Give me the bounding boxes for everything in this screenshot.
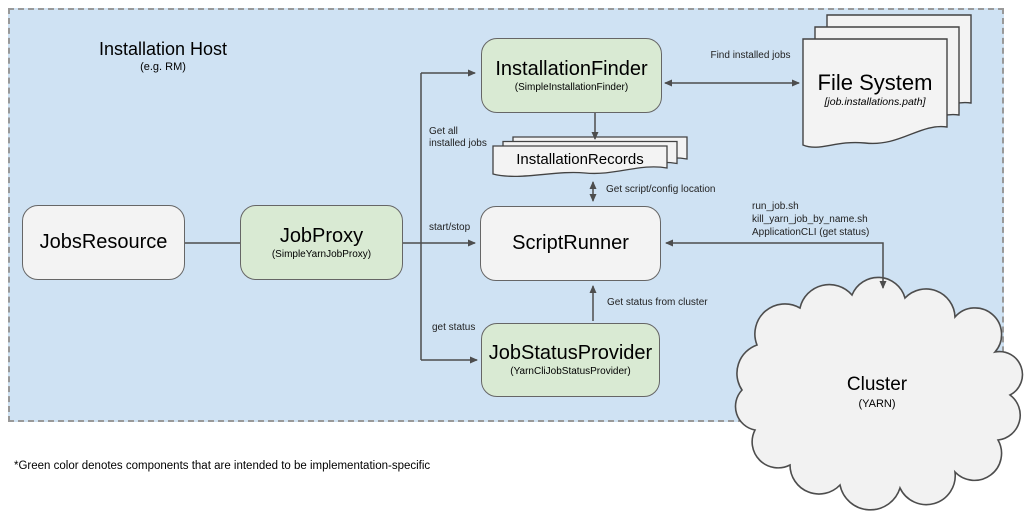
footnote: *Green color denotes components that are…	[14, 460, 431, 472]
edge-cluster-scriptrunner	[665, 239, 887, 289]
edge-label-run-line2: kill_yarn_job_by_name.sh	[752, 214, 868, 225]
node-job-status-provider: JobStatusProvider (YarnCliJobStatusProvi…	[481, 323, 660, 397]
cluster-subtitle: (YARN)	[858, 398, 896, 410]
node-installation-finder-subtitle: (SimpleInstallationFinder)	[514, 81, 629, 93]
region-title: Installation Host	[98, 39, 228, 59]
file-system-documents	[802, 14, 972, 148]
region-title-block: Installation Host (e.g. RM)	[58, 38, 268, 74]
region-subtitle: (e.g. RM)	[140, 61, 186, 73]
cluster-title: Cluster	[846, 374, 908, 395]
node-jobs-resource-title: JobsResource	[39, 231, 168, 253]
node-script-runner-title: ScriptRunner	[512, 232, 629, 254]
edge-label-get-status: get status	[432, 322, 476, 333]
edge-label-run-line3: ApplicationCLI (get status)	[752, 227, 870, 238]
file-system-title: File System	[817, 70, 933, 95]
file-system-label-block: File System [job.installations.path]	[803, 70, 947, 109]
edge-label-find-installed-jobs: Find installed jobs	[710, 50, 791, 61]
node-job-proxy: JobProxy (SimpleYarnJobProxy)	[240, 205, 403, 280]
node-script-runner: ScriptRunner	[480, 206, 661, 281]
file-system-subtitle: [job.installations.path]	[824, 96, 926, 108]
edge-label-start-stop: start/stop	[429, 222, 471, 233]
edge-label-get-status-from-cluster: Get status from cluster	[607, 297, 708, 308]
edge-label-run-scripts: run_job.sh kill_yarn_job_by_name.sh Appl…	[752, 200, 869, 239]
cluster-label-block: Cluster (YARN)	[795, 374, 959, 411]
edge-label-get-all-line2: installed jobs	[429, 138, 487, 149]
edge-label-get-script-config: Get script/config location	[606, 184, 716, 195]
installation-records-title: InstallationRecords	[516, 151, 644, 168]
installation-records-documents	[492, 136, 688, 177]
edge-label-run-line1: run_job.sh	[752, 201, 799, 212]
edge-label-get-all-installed-jobs: Get all installed jobs	[429, 126, 487, 150]
node-jobs-resource: JobsResource	[22, 205, 185, 280]
node-installation-finder: InstallationFinder (SimpleInstallationFi…	[481, 38, 662, 113]
node-job-status-provider-subtitle: (YarnCliJobStatusProvider)	[510, 366, 631, 377]
node-job-status-provider-title: JobStatusProvider	[488, 342, 653, 364]
node-installation-finder-title: InstallationFinder	[495, 57, 648, 80]
edge-label-get-all-line1: Get all	[429, 126, 458, 137]
node-job-proxy-subtitle: (SimpleYarnJobProxy)	[271, 248, 372, 260]
node-job-proxy-title: JobProxy	[279, 224, 364, 247]
